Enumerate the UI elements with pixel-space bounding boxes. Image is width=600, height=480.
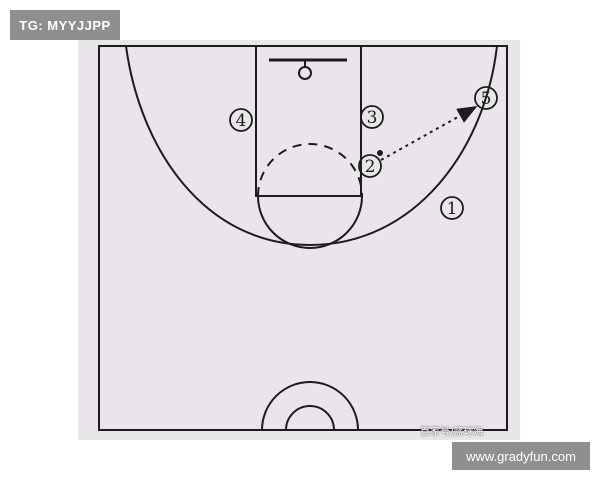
player-3: 3 (360, 105, 384, 129)
top-watermark-tag: TG: MYYJJPP (10, 10, 120, 40)
free-throw-circle-dashed (257, 143, 363, 197)
player-4: 4 (229, 108, 253, 132)
svg-text:4: 4 (236, 111, 247, 131)
svg-text:2: 2 (365, 157, 376, 177)
center-circle-inner (285, 405, 335, 431)
bottom-watermark-tag: www.gradyfun.com (452, 442, 590, 470)
hoop (298, 66, 312, 80)
three-point-arc (125, 45, 498, 247)
player-1: 1 (440, 196, 464, 220)
free-throw-circle-solid (257, 195, 363, 249)
player-2: 2 (358, 154, 382, 178)
source-caption: 百家号/篮球海 (420, 427, 484, 438)
ball-dot (377, 150, 383, 156)
diagram-photo (78, 40, 520, 440)
svg-text:3: 3 (367, 108, 378, 128)
pass-arrow (380, 106, 478, 161)
svg-text:1: 1 (447, 199, 458, 219)
player-5: 5 (474, 86, 498, 110)
center-circle-outer (261, 381, 359, 431)
svg-text:5: 5 (481, 89, 492, 109)
court-boundary (98, 45, 508, 431)
